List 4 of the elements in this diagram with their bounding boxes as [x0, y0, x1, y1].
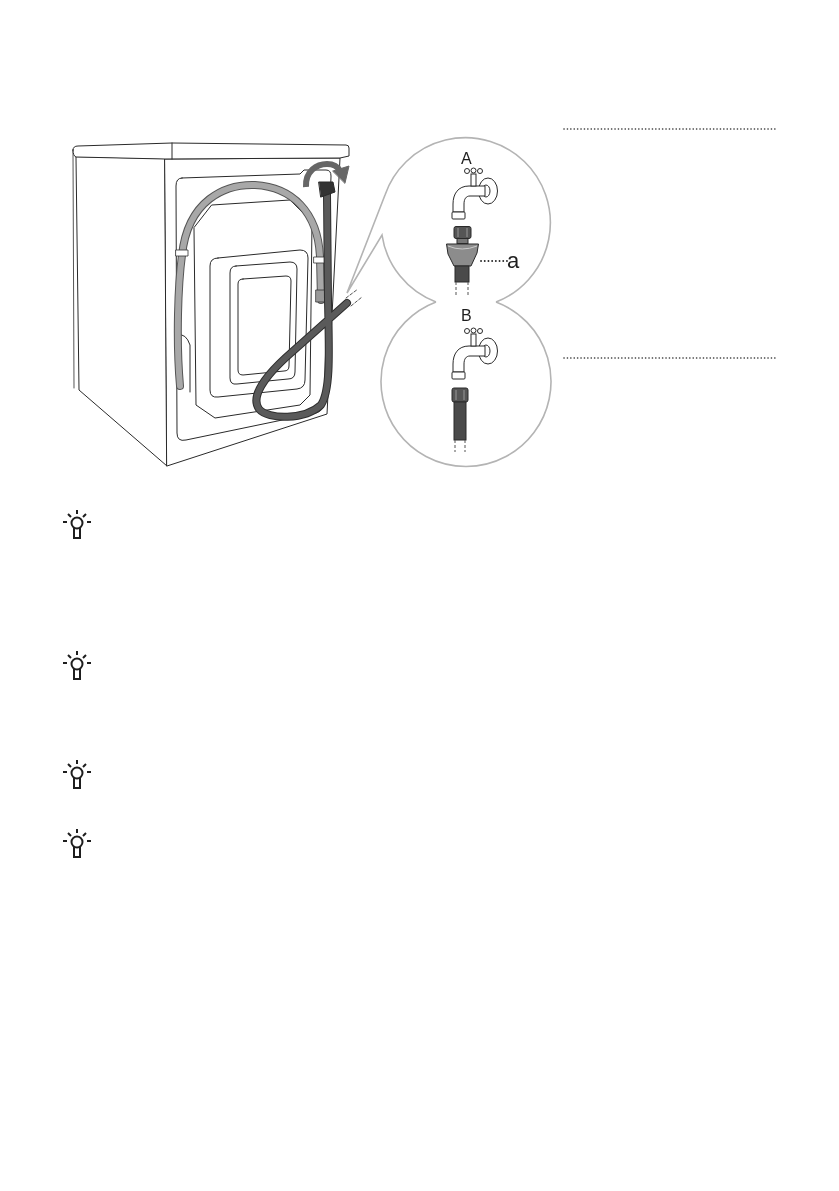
leader-line: [478, 260, 508, 262]
view-letter: A: [461, 151, 472, 167]
view-letter: B: [461, 308, 472, 324]
callout-letter: a: [507, 250, 520, 272]
